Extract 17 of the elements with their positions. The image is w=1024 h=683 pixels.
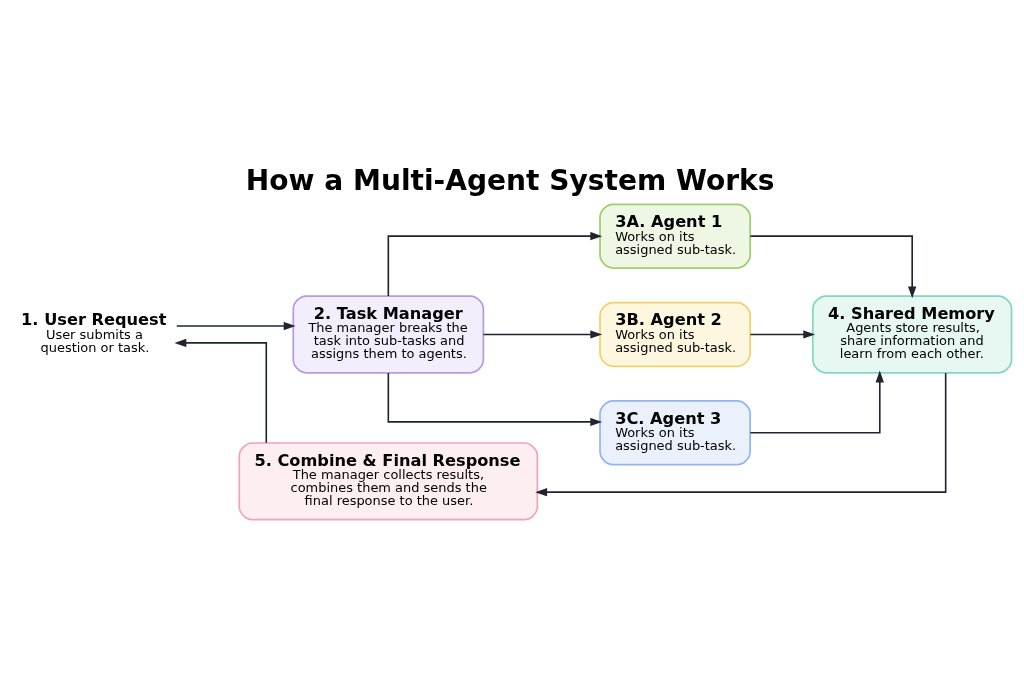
arrow: [387, 231, 603, 297]
node-box: 3C. Agent 3 Works on its assigned sub-task.: [599, 399, 752, 465]
node-box: 5. Combine & Final Response The manager collects results, combines them and sends the final response to the user.: [238, 441, 539, 521]
diagram-title: How a Multi-Agent System Works: [245, 163, 775, 197]
node-box: 3B. Agent 2 Works on its assigned sub-task.: [599, 301, 752, 367]
arrow: [174, 338, 268, 444]
arrow: [749, 329, 816, 339]
arrow: [535, 371, 947, 496]
node-box: 2. Task Manager The manager breaks the task into sub-tasks and assigns them to agents.: [292, 294, 485, 374]
arrow: [175, 321, 296, 330]
arrow: [482, 329, 603, 339]
node-text: 1. User Request User submits a question or task.: [21, 309, 167, 355]
arrow: [749, 234, 917, 298]
node-box: 3A. Agent 1 Works on its assigned sub-task.: [599, 202, 752, 269]
node-box: 4. Shared Memory Agents store results, share information and learn from each other.: [811, 294, 1013, 374]
arrow: [387, 371, 603, 426]
arrow: [749, 370, 884, 434]
